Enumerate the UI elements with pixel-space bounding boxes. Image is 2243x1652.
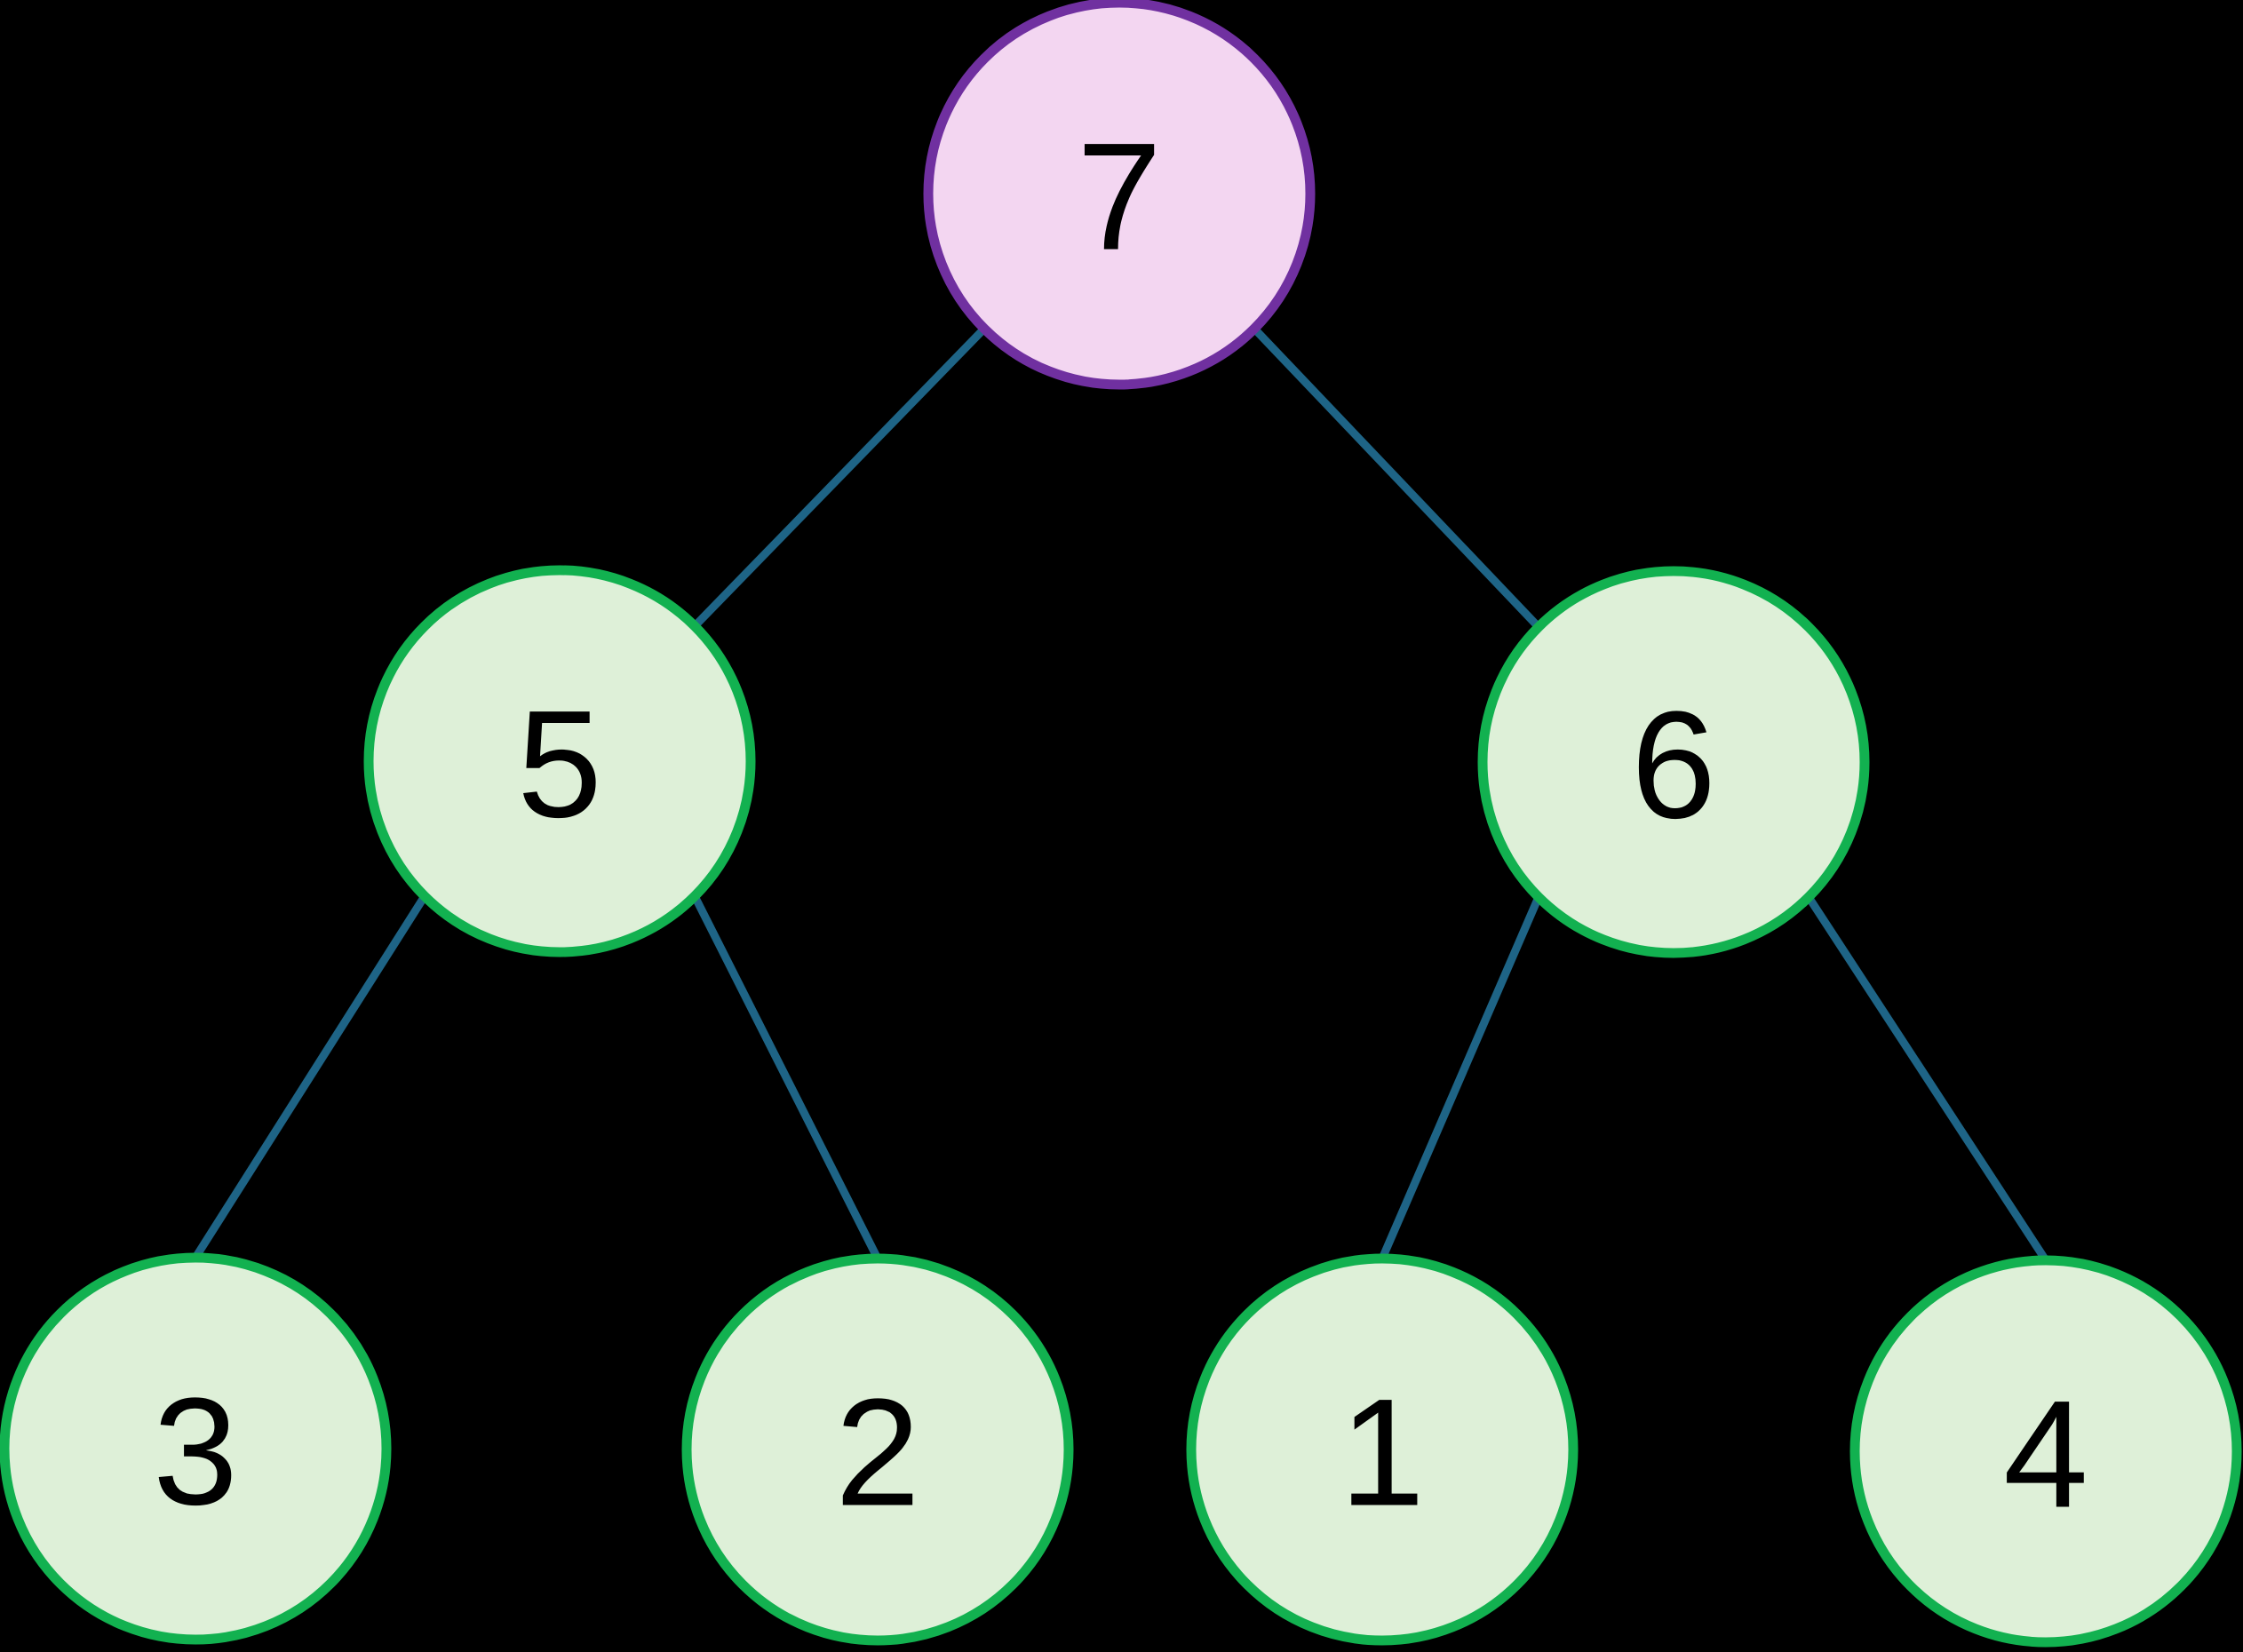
node-label-6: 6 [1631, 679, 1716, 850]
node-circle-1 [1186, 1253, 1579, 1646]
node-circle-6 [1477, 566, 1870, 958]
node-label-4: 4 [2003, 1369, 2088, 1539]
node-circle-5 [363, 565, 756, 957]
node-label-1: 1 [1340, 1367, 1425, 1537]
tree-edge-7-5 [691, 325, 988, 630]
tree-node-4: 4 [1849, 1255, 2242, 1648]
tree-edge-5-2 [691, 894, 882, 1261]
tree-edge-7-6 [1251, 325, 1542, 631]
node-circle-3 [0, 1252, 392, 1645]
tree-node-3: 3 [0, 1252, 392, 1645]
node-circle-4 [1849, 1255, 2242, 1648]
node-label-7: 7 [1077, 111, 1162, 282]
node-circle-2 [681, 1253, 1074, 1646]
tree-node-5: 5 [363, 565, 756, 957]
tree-node-7: 7 [923, 0, 1316, 390]
tree-edge-5-3 [192, 894, 428, 1260]
tree-edge-6-1 [1378, 895, 1543, 1260]
tree-edge-6-4 [1805, 894, 2049, 1263]
node-circle-7 [923, 0, 1316, 390]
node-label-2: 2 [835, 1367, 920, 1537]
node-label-5: 5 [517, 679, 602, 849]
node-label-3: 3 [153, 1366, 238, 1537]
tree-node-6: 6 [1477, 566, 1870, 958]
tree-node-2: 2 [681, 1253, 1074, 1646]
tree-node-1: 1 [1186, 1253, 1579, 1646]
